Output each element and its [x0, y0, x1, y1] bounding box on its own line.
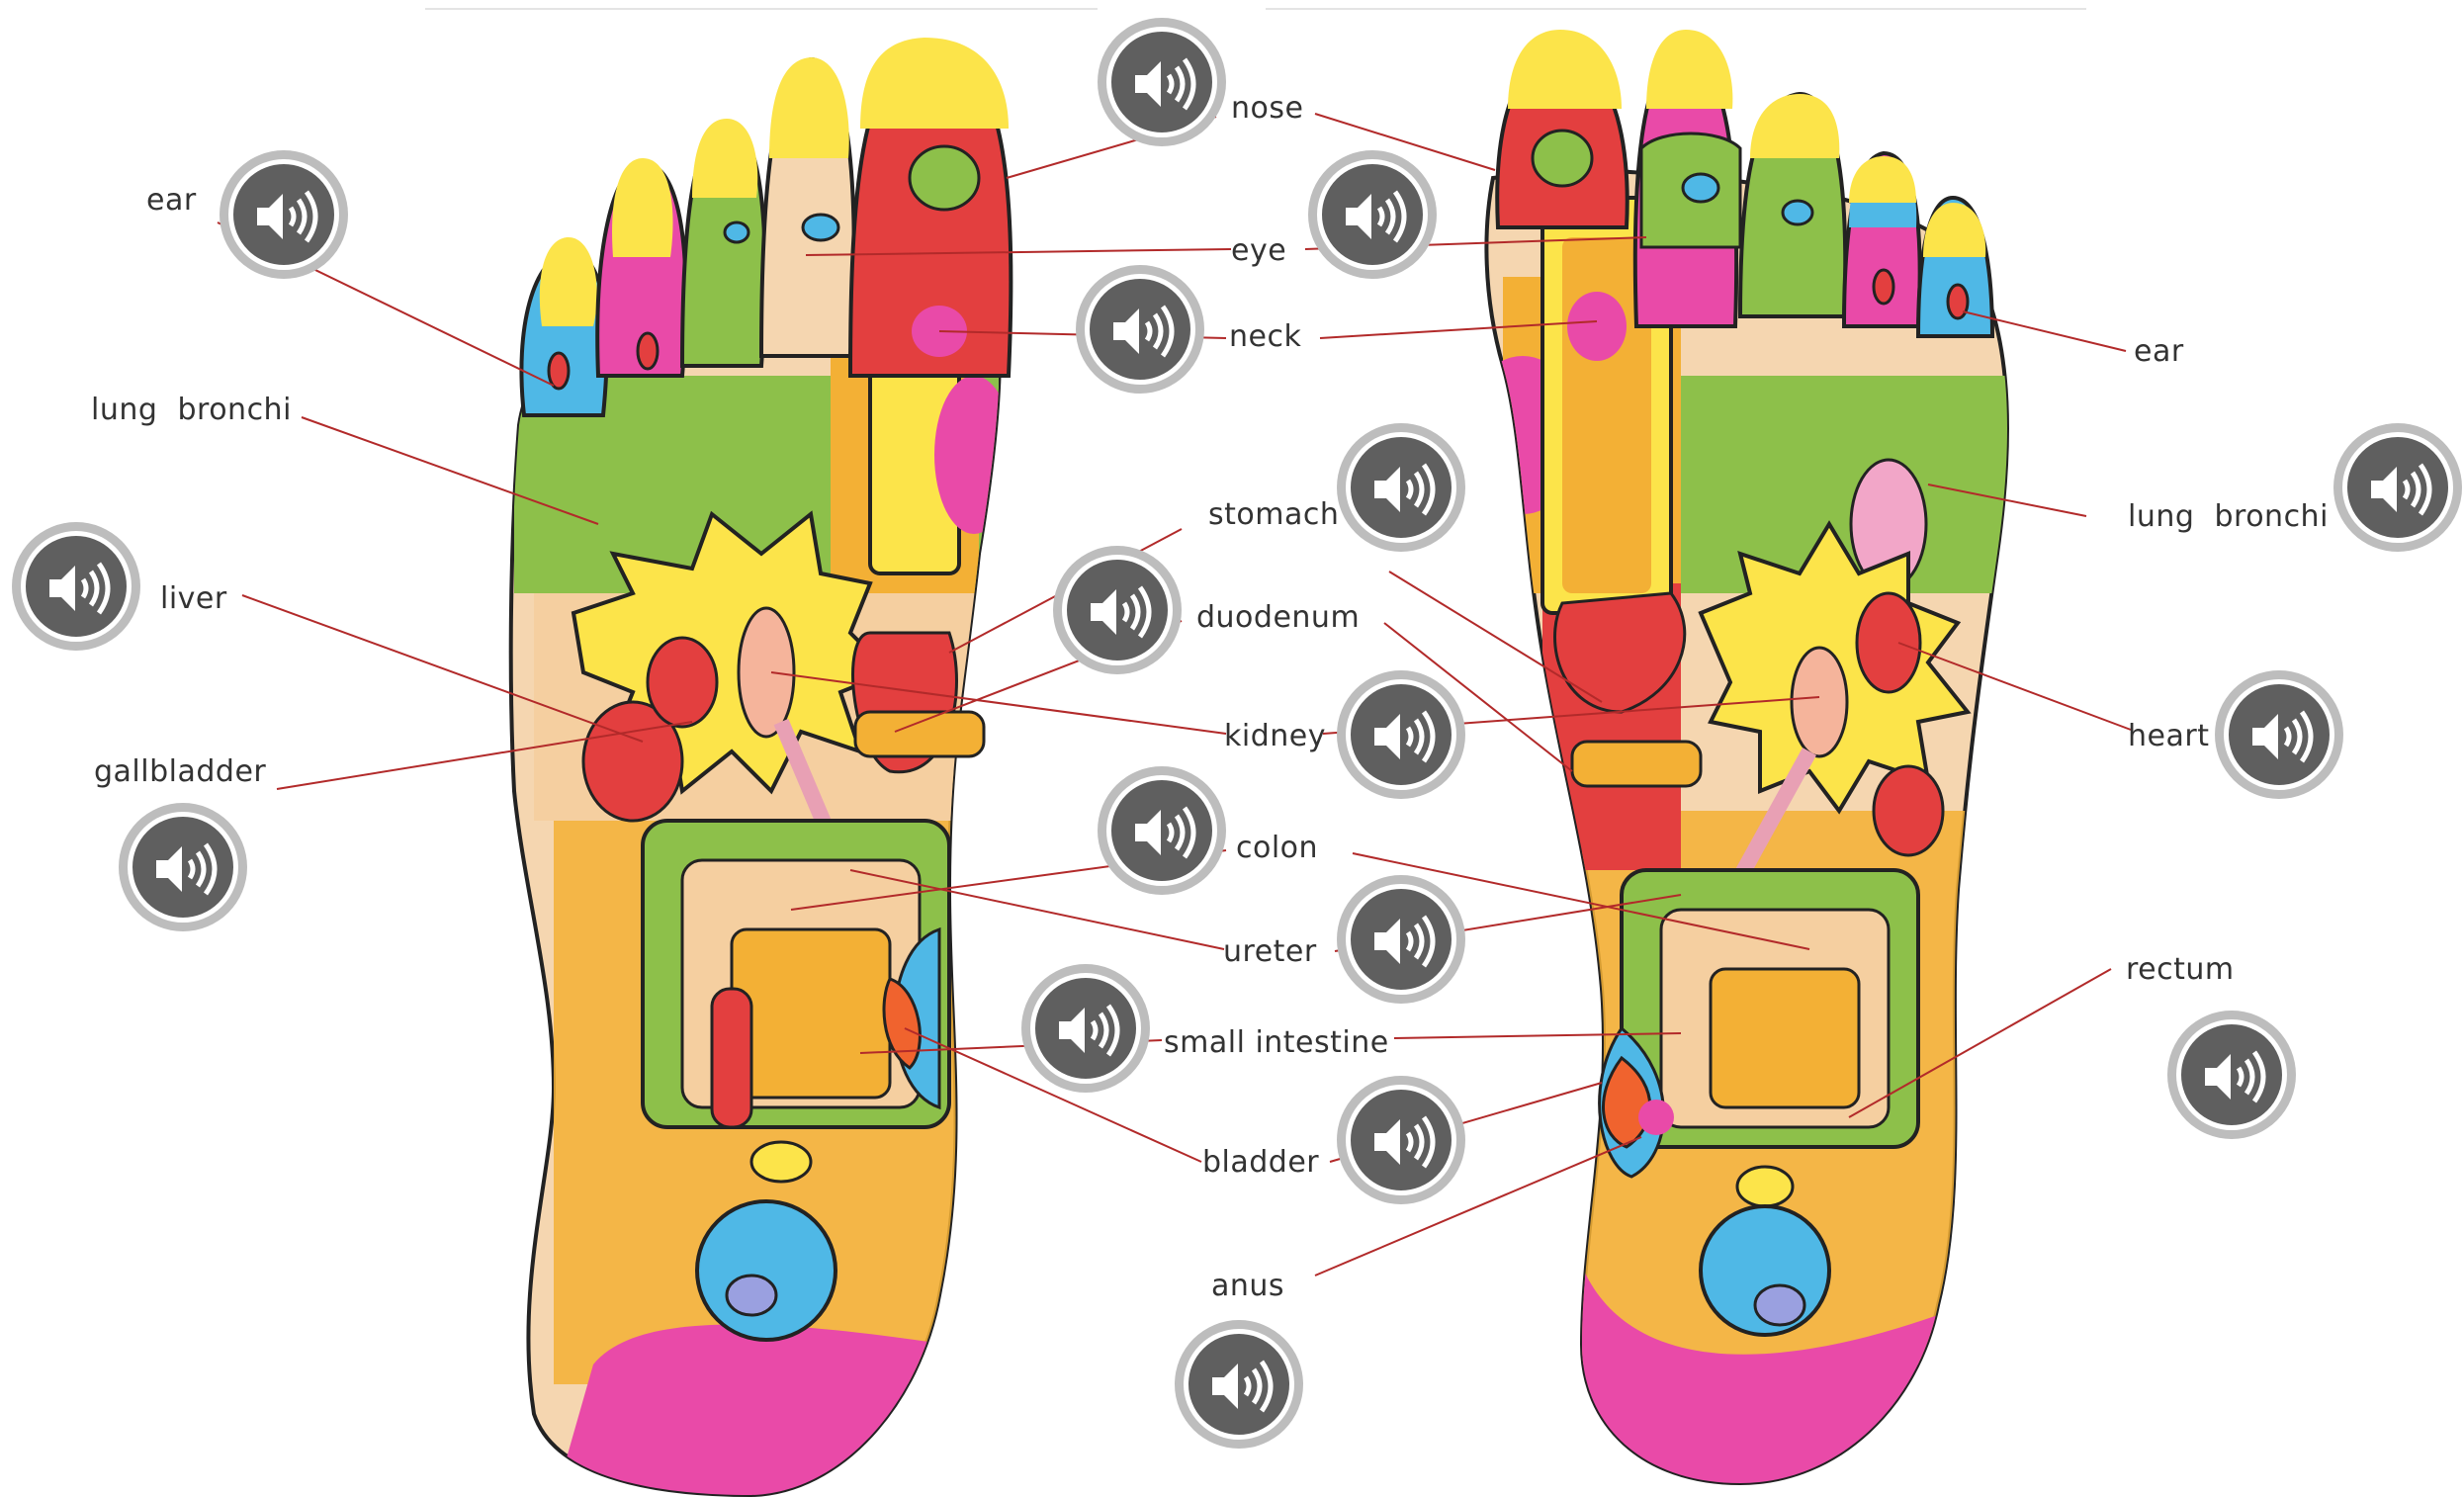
label-bladder: bladder — [1202, 1145, 1319, 1180]
speaker-volume-icon — [1370, 911, 1440, 972]
speaker-button-colon[interactable] — [1098, 766, 1226, 895]
speaker-button-nose[interactable] — [1098, 18, 1226, 146]
speaker-button-bladder[interactable] — [1337, 1076, 1465, 1204]
label-stomach: stomach — [1208, 497, 1339, 532]
speaker-button-neck[interactable] — [1076, 265, 1204, 394]
speaker-volume-icon — [1370, 706, 1440, 767]
speaker-button-kidney[interactable] — [1337, 670, 1465, 799]
label-small-intestine: small intestine — [1164, 1025, 1389, 1060]
speaker-volume-icon — [1370, 459, 1440, 520]
label-ear-left: ear — [146, 183, 197, 218]
label-liver: liver — [160, 581, 227, 616]
speaker-volume-icon — [45, 558, 115, 619]
speaker-button-ear-left[interactable] — [220, 150, 348, 279]
speaker-volume-icon — [1109, 301, 1179, 362]
label-kidney: kidney — [1224, 719, 1326, 753]
label-gallbladder: gallbladder — [94, 754, 266, 789]
speaker-button-eye[interactable] — [1308, 150, 1437, 279]
speaker-button-stomach[interactable] — [1337, 423, 1465, 552]
speaker-volume-icon — [152, 838, 221, 900]
speaker-volume-icon — [2201, 1046, 2270, 1107]
speaker-volume-icon — [1342, 186, 1411, 247]
speaker-button-lung-bronchi-right[interactable] — [2333, 423, 2462, 552]
label-heart: heart — [2128, 719, 2209, 753]
label-nose: nose — [1231, 91, 1303, 126]
speaker-volume-icon — [2367, 459, 2436, 520]
speaker-button-ureter[interactable] — [1337, 875, 1465, 1004]
speaker-volume-icon — [1087, 581, 1156, 643]
speaker-volume-icon — [1131, 53, 1200, 115]
speaker-button-anus[interactable] — [1175, 1320, 1303, 1449]
label-anus: anus — [1211, 1269, 1284, 1303]
label-neck: neck — [1229, 319, 1301, 354]
speaker-volume-icon — [1208, 1356, 1277, 1417]
speaker-volume-icon — [1370, 1111, 1440, 1173]
label-ear-right: ear — [2134, 334, 2184, 369]
label-lung-bronchi-left: lung bronchi — [91, 393, 292, 427]
label-lung-bronchi-right: lung bronchi — [2128, 499, 2329, 534]
speaker-button-heart[interactable] — [2215, 670, 2343, 799]
speaker-button-rectum[interactable] — [2167, 1011, 2296, 1139]
speaker-button-small-intestine[interactable] — [1021, 964, 1150, 1093]
label-ureter: ureter — [1223, 934, 1317, 969]
speaker-button-gallbladder[interactable] — [119, 803, 247, 931]
speaker-button-liver[interactable] — [12, 522, 140, 651]
speaker-volume-icon — [1131, 802, 1200, 863]
label-rectum: rectum — [2126, 952, 2235, 987]
label-colon: colon — [1236, 831, 1318, 865]
speaker-volume-icon — [253, 186, 322, 247]
speaker-volume-icon — [2248, 706, 2318, 767]
label-duodenum: duodenum — [1196, 600, 1360, 635]
speaker-volume-icon — [1055, 1000, 1124, 1061]
speaker-button-duodenum[interactable] — [1053, 546, 1182, 674]
label-eye: eye — [1231, 233, 1286, 268]
